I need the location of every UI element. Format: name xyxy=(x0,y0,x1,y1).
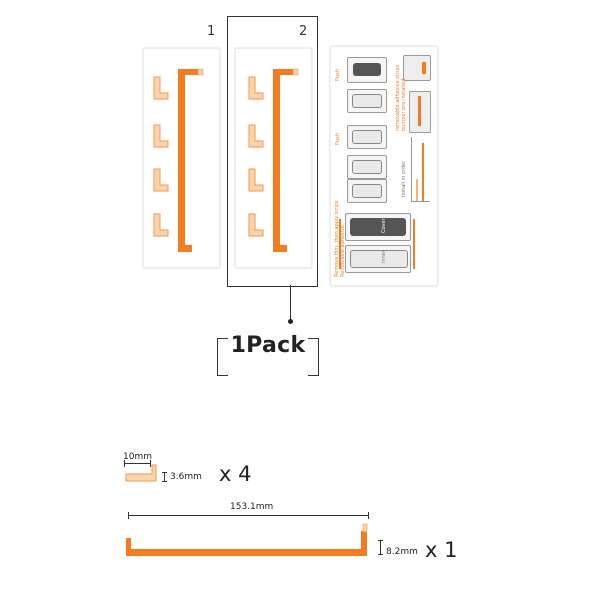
bar xyxy=(422,143,424,201)
step-b-label: Push xyxy=(335,133,341,145)
strip-height-dim-line xyxy=(380,540,381,555)
bumper-strip-diagram xyxy=(126,523,368,556)
corner-piece xyxy=(153,76,169,100)
phone-front xyxy=(352,184,382,198)
sheet-2-number: 2 xyxy=(299,24,308,39)
dim-tick xyxy=(162,481,167,482)
step-image xyxy=(345,245,411,273)
sheet-1-number: 1 xyxy=(207,24,216,39)
corner-width-dim-line xyxy=(124,463,151,464)
sheet-2-highlight-frame xyxy=(227,16,318,287)
corner-piece xyxy=(248,213,264,237)
corner-piece xyxy=(153,124,169,148)
corner-width-label: 10mm xyxy=(123,452,152,462)
dim-tick xyxy=(368,512,369,519)
sheet-2-parts-illustration xyxy=(248,68,299,252)
step-image xyxy=(347,155,387,179)
note-2: bumper pre-installed xyxy=(401,78,407,131)
bumper-strip xyxy=(273,69,297,252)
bracket-left xyxy=(217,338,228,376)
sheet-1 xyxy=(143,48,220,268)
corner-count-label: x 4 xyxy=(219,462,252,486)
phone-front xyxy=(352,130,382,144)
strip-count-label: x 1 xyxy=(425,538,458,562)
phone-back xyxy=(350,218,406,236)
corner-piece xyxy=(153,168,169,192)
corner-piece xyxy=(248,124,264,148)
phone-front xyxy=(352,160,382,174)
step-image xyxy=(347,125,387,149)
step-image xyxy=(345,213,411,241)
strip-length-label: 153.1mm xyxy=(230,502,274,512)
phone-front xyxy=(350,250,408,268)
corner-piece xyxy=(153,213,169,237)
strip-detail xyxy=(339,219,341,269)
corner-thickness-label: 3.6mm xyxy=(170,472,202,482)
instruction-sheet: Push Push removable adhesive strips bump… xyxy=(330,46,438,286)
leader-dot xyxy=(288,319,293,324)
figure-panel xyxy=(411,137,430,202)
strip-detail xyxy=(418,96,421,126)
corner-piece xyxy=(248,76,264,100)
dim-tick xyxy=(124,460,125,467)
dim-tick xyxy=(378,554,383,555)
sheet-2 xyxy=(235,48,312,268)
strip-length-dim-line xyxy=(128,515,369,516)
step-a-label: Push xyxy=(335,69,341,81)
dim-tick xyxy=(150,460,151,467)
step-image xyxy=(347,57,387,83)
note-7: Inner xyxy=(381,250,387,263)
leader-line xyxy=(290,285,291,322)
strip-detail xyxy=(422,62,426,74)
pack-label: 1Pack xyxy=(230,333,306,358)
note-6: Cover xyxy=(381,218,387,233)
phone-back xyxy=(353,63,381,76)
dim-tick xyxy=(378,540,383,541)
corner-piece xyxy=(248,168,264,192)
step-image xyxy=(347,89,387,113)
note-3: Install in order xyxy=(401,160,407,197)
bar xyxy=(416,179,418,201)
bumper-strip xyxy=(178,69,202,252)
dim-tick xyxy=(162,472,167,473)
detail-image xyxy=(403,55,431,81)
corner-piece-diagram xyxy=(125,464,157,482)
strip-detail xyxy=(413,219,415,269)
bracket-right xyxy=(308,338,319,376)
strip-height-label: 8.2mm xyxy=(386,547,418,557)
dim-tick xyxy=(128,512,129,519)
corner-thickness-dim-line xyxy=(164,472,165,482)
detail-image xyxy=(409,91,431,133)
sheet-1-parts-illustration xyxy=(153,68,204,252)
phone-front xyxy=(352,94,382,108)
step-image xyxy=(347,179,387,203)
